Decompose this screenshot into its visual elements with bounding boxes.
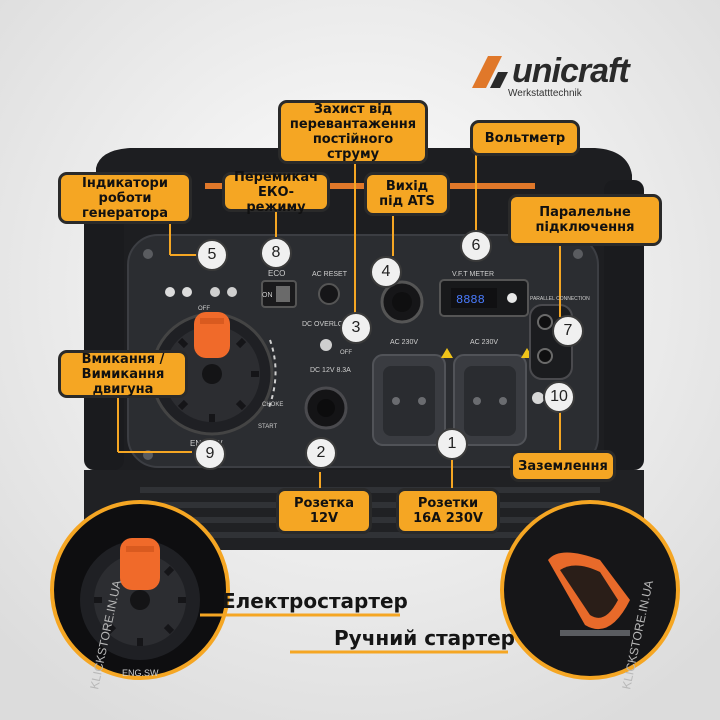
callout-engine-switch: Вмикання / Вимикання двигуна	[58, 350, 188, 398]
manual-starter-label: Ручний стартер	[334, 626, 515, 650]
number-badge-7: 7	[552, 315, 584, 347]
vft-meter-label: V.F.T METER	[452, 271, 494, 278]
callout-grounding: Заземлення	[510, 450, 616, 482]
brand-logo: unicraft Werkstatttechnik	[468, 52, 668, 102]
number-badge-3: 3	[340, 312, 372, 344]
number-badge-6: 6	[460, 230, 492, 262]
number-badge-9: 9	[194, 438, 226, 470]
dc-12v-label: DC 12V 8.3A	[310, 367, 351, 374]
callout-generator-indicators: Індикатори роботи генератора	[58, 172, 192, 224]
meter-display: 8888	[456, 293, 485, 307]
eco-label: ECO	[268, 269, 285, 278]
number-badge-8: 8	[260, 237, 292, 269]
off-label: OFF	[198, 306, 210, 312]
electric-starter-label: Електростартер	[222, 589, 408, 613]
ac-reset-label: AC RESET	[312, 271, 348, 278]
brand-mark-icon	[472, 56, 508, 88]
on-label: ON	[262, 292, 273, 299]
eng-sw-inset-label: ENG.SW	[122, 668, 159, 678]
dc-overload-label: DC OVERLOAD	[302, 321, 353, 328]
number-badge-5: 5	[196, 239, 228, 271]
dc-off-label: OFF	[340, 350, 352, 356]
number-badge-2: 2	[305, 437, 337, 469]
callout-dc-protection: Захист від перевантаження постійного стр…	[278, 100, 428, 164]
callout-eco-switch: Перемикач ЕКО-режиму	[222, 170, 330, 215]
callout-voltmeter: Вольтметр	[470, 120, 580, 156]
callout-sockets-230v: Розетки 16A 230V	[396, 488, 500, 534]
ac230-right-label: AC 230V	[470, 339, 498, 346]
number-badge-4: 4	[370, 256, 402, 288]
choke-label: CHOKE	[262, 402, 283, 408]
brand-subtitle: Werkstatttechnik	[508, 88, 582, 99]
number-badge-1: 1	[436, 428, 468, 460]
callout-ats-output: Вихід під ATS	[364, 172, 450, 216]
callout-socket-12v: Розетка 12V	[276, 488, 372, 534]
parallel-label: PARALLEL CONNECTION	[530, 296, 590, 302]
number-badge-10: 10	[543, 381, 575, 413]
ac230-left-label: AC 230V	[390, 339, 418, 346]
callout-parallel-connection: Паралельне підключення	[508, 194, 662, 246]
start-label: START	[258, 424, 277, 430]
brand-name: unicraft	[512, 52, 630, 90]
